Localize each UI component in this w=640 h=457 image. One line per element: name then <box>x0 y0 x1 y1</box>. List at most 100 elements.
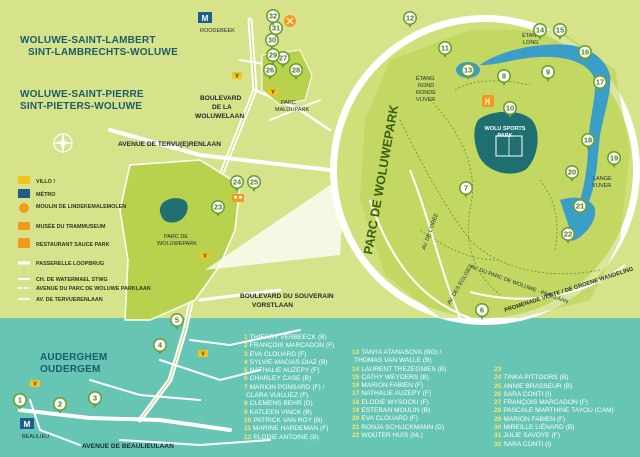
etang-rond-label: RONDE <box>416 90 436 96</box>
auderghem-band <box>0 318 640 457</box>
pin-circle <box>153 337 168 352</box>
artist-number: 28 <box>494 407 502 415</box>
pin-number: 28 <box>292 66 300 75</box>
artist-number: 12 <box>244 433 252 441</box>
pin-circle <box>564 165 579 180</box>
etang-rond-label: VIJVER <box>416 97 435 103</box>
artist-number: 27 <box>494 399 502 407</box>
pin-circle <box>606 151 621 166</box>
map-pin-32[interactable]: 32 <box>265 9 280 26</box>
map-pin-12[interactable]: 12 <box>402 11 417 28</box>
map-pin-25[interactable]: 25 <box>247 175 262 192</box>
map-pin-8[interactable]: 8 <box>496 69 511 86</box>
map-pin-4[interactable]: 4 <box>153 337 168 355</box>
artist-name: NATHALIE AUZEPY (F) <box>361 390 432 398</box>
artist-number: 15 <box>352 373 360 381</box>
map-pin-22[interactable]: 22 <box>560 227 575 244</box>
map-pin-15[interactable]: 15 <box>552 22 567 40</box>
map-pin-6[interactable]: 6 <box>474 302 489 320</box>
etang-long-label: LONG <box>523 40 539 46</box>
map-pin-16[interactable]: 16 <box>577 44 592 62</box>
pin-number: 7 <box>464 184 468 193</box>
artist-number: 5 <box>244 367 248 375</box>
artist-number: 20 <box>352 415 360 423</box>
artist-name: CHARLEY CASE (B) <box>249 375 312 383</box>
map-pin-24[interactable]: 24 <box>230 175 245 192</box>
map-pin-30[interactable]: 30 <box>264 32 279 50</box>
pin-number: 27 <box>279 54 287 63</box>
artist-name: THIERRY VERBEECK (B) <box>249 334 327 341</box>
map-pin-14[interactable]: 14 <box>532 22 547 40</box>
artist-number: 14 <box>352 365 360 373</box>
pin-number: 16 <box>581 48 589 57</box>
pin-number: 20 <box>568 168 576 177</box>
artist-number: 32 <box>494 440 502 448</box>
map-pin-29[interactable]: 29 <box>265 47 280 65</box>
villo-label: V <box>33 382 37 388</box>
pin-number: 26 <box>266 66 274 75</box>
bicycle-icon <box>30 72 278 387</box>
pin-circle <box>496 69 511 84</box>
pond-small <box>159 198 188 223</box>
map-pin-20[interactable]: 20 <box>564 165 579 182</box>
parc-de-woluwe-area <box>119 159 241 321</box>
map-pin-3[interactable]: 3 <box>88 390 103 408</box>
artist-number: 8 <box>244 400 248 408</box>
villo-label: V <box>235 74 239 80</box>
legend-label: MÉTRO <box>36 190 55 198</box>
map-pin-5[interactable]: 5 <box>170 312 185 330</box>
pin-number: 30 <box>268 36 276 45</box>
map-pin-27[interactable]: 27 <box>275 50 290 68</box>
pin-circle <box>170 312 185 327</box>
pin-number: 19 <box>610 154 618 163</box>
artist-number: 17 <box>352 390 360 398</box>
artist-number: 31 <box>494 432 502 440</box>
beaulieu-metro-label: BEAULIEU <box>22 434 49 440</box>
map-pin-17[interactable]: 17 <box>592 75 607 92</box>
pin-circle <box>247 175 262 190</box>
artist-number: 7 <box>244 383 248 391</box>
pin-number: 3 <box>93 394 97 403</box>
district-pierre-nl: SINT-PIETERS-WOLUWE <box>20 101 142 112</box>
map-pin-26[interactable]: 26 <box>262 62 277 80</box>
map-pin-23[interactable]: 23 <box>211 200 226 217</box>
map-pin-11[interactable]: 11 <box>437 40 452 58</box>
map-pin-9[interactable]: 9 <box>540 65 555 82</box>
map-pin-2[interactable]: 2 <box>52 396 67 414</box>
artist-name: EVA CLOUARD (F) <box>249 350 307 358</box>
boulevard-woluwe-label: WOLUWELAAN <box>195 113 244 120</box>
artist-name: NATHALIE AUZEPY (F) <box>249 367 320 375</box>
artist-name: EVA CLOUARD (F) <box>361 415 419 423</box>
district-auderghem: AUDERGHEM <box>40 352 107 363</box>
legend-label: MOULIN DE LINDEKEMALEMOLEN <box>36 204 126 210</box>
pin-number: 32 <box>269 12 277 21</box>
metro-icon: M <box>20 418 34 429</box>
pin-number: 12 <box>406 14 414 23</box>
artist-name: CATHY WEYDERS (B) <box>361 373 429 381</box>
map-pin-28[interactable]: 28 <box>288 62 303 80</box>
map-pin-21[interactable]: 21 <box>572 199 587 216</box>
souverain-label-nl: VORSTLAAN <box>252 302 293 309</box>
map-pin-10[interactable]: 10 <box>502 101 517 118</box>
map-pin-18[interactable]: 18 <box>580 133 595 150</box>
map-pin-7[interactable]: 7 <box>458 181 473 198</box>
map-pin-1[interactable]: 1 <box>13 392 27 410</box>
artist-number: 3 <box>244 350 248 358</box>
map-pin-19[interactable]: 19 <box>606 151 621 168</box>
lange-vijver-label: LANGE <box>593 176 612 182</box>
map-pin-13[interactable]: 13 <box>460 62 475 80</box>
svg-text:M: M <box>202 14 209 23</box>
etang-long-label: ÉTANG <box>522 32 541 39</box>
